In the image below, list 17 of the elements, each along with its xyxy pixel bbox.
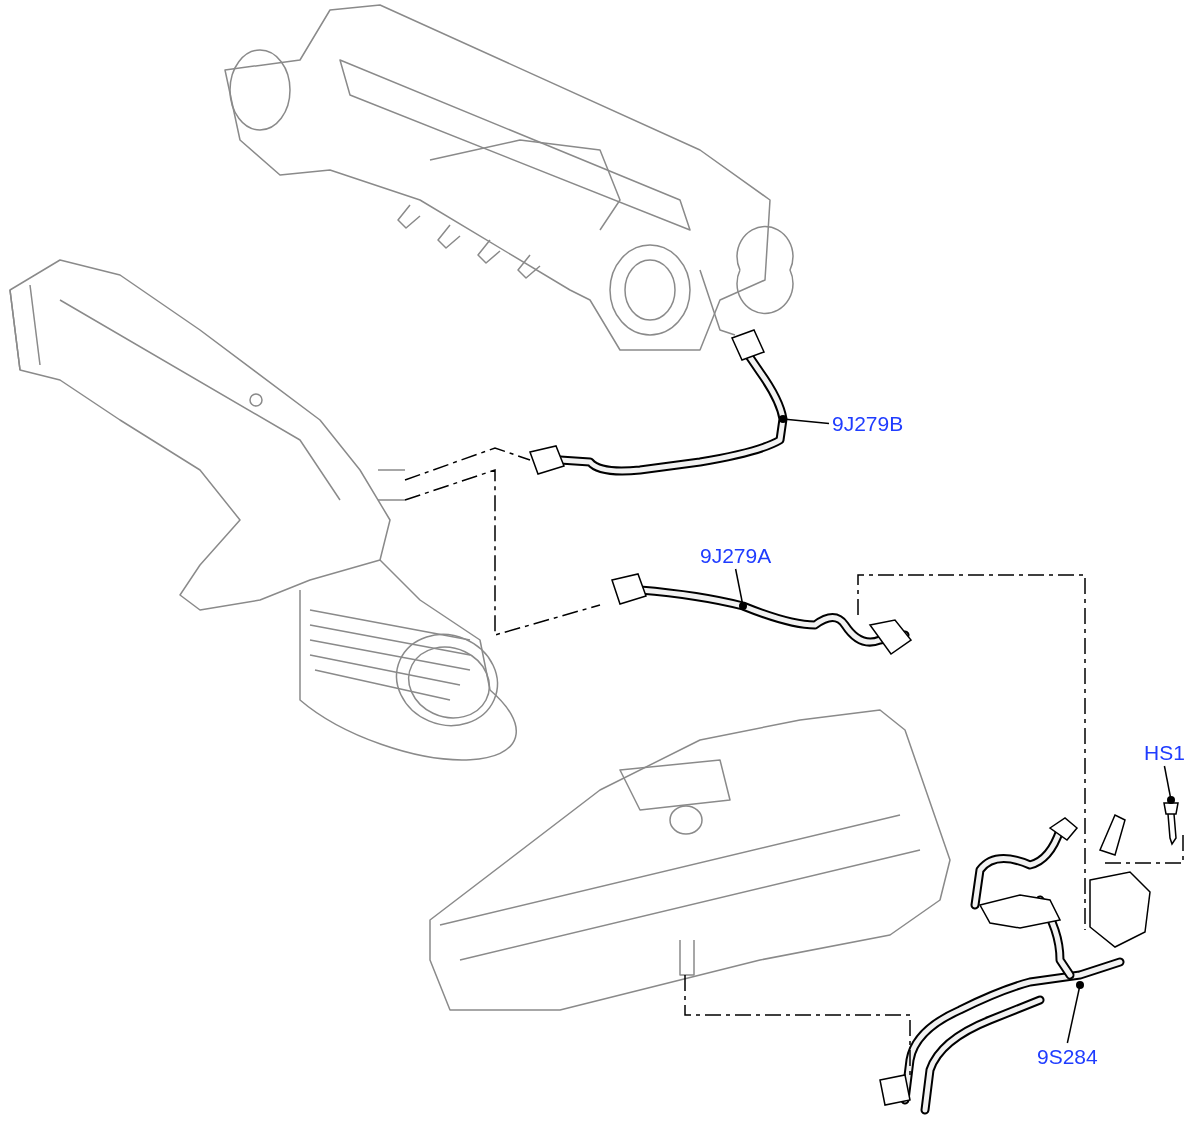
part-number: 9J279B bbox=[832, 413, 904, 434]
intake-manifold-drawing bbox=[429, 709, 951, 1011]
hose-drawing bbox=[611, 573, 913, 656]
hose-assembly-drawing bbox=[879, 813, 1151, 1115]
leader-line bbox=[779, 415, 830, 425]
hose-drawing bbox=[529, 329, 788, 476]
leader-line bbox=[734, 568, 747, 610]
air-intake-duct-drawing bbox=[9, 259, 517, 761]
leader-line bbox=[1163, 765, 1175, 804]
part-number: 9S284 bbox=[1037, 1046, 1098, 1067]
assembly-line bbox=[404, 468, 601, 636]
leader-line bbox=[1066, 981, 1084, 1044]
assembly-line bbox=[404, 447, 531, 481]
assembly-line bbox=[857, 574, 1086, 931]
bolt-drawing bbox=[1163, 802, 1179, 846]
part-number: HS1 bbox=[1144, 742, 1185, 763]
part-number: 9J279A bbox=[700, 545, 772, 566]
